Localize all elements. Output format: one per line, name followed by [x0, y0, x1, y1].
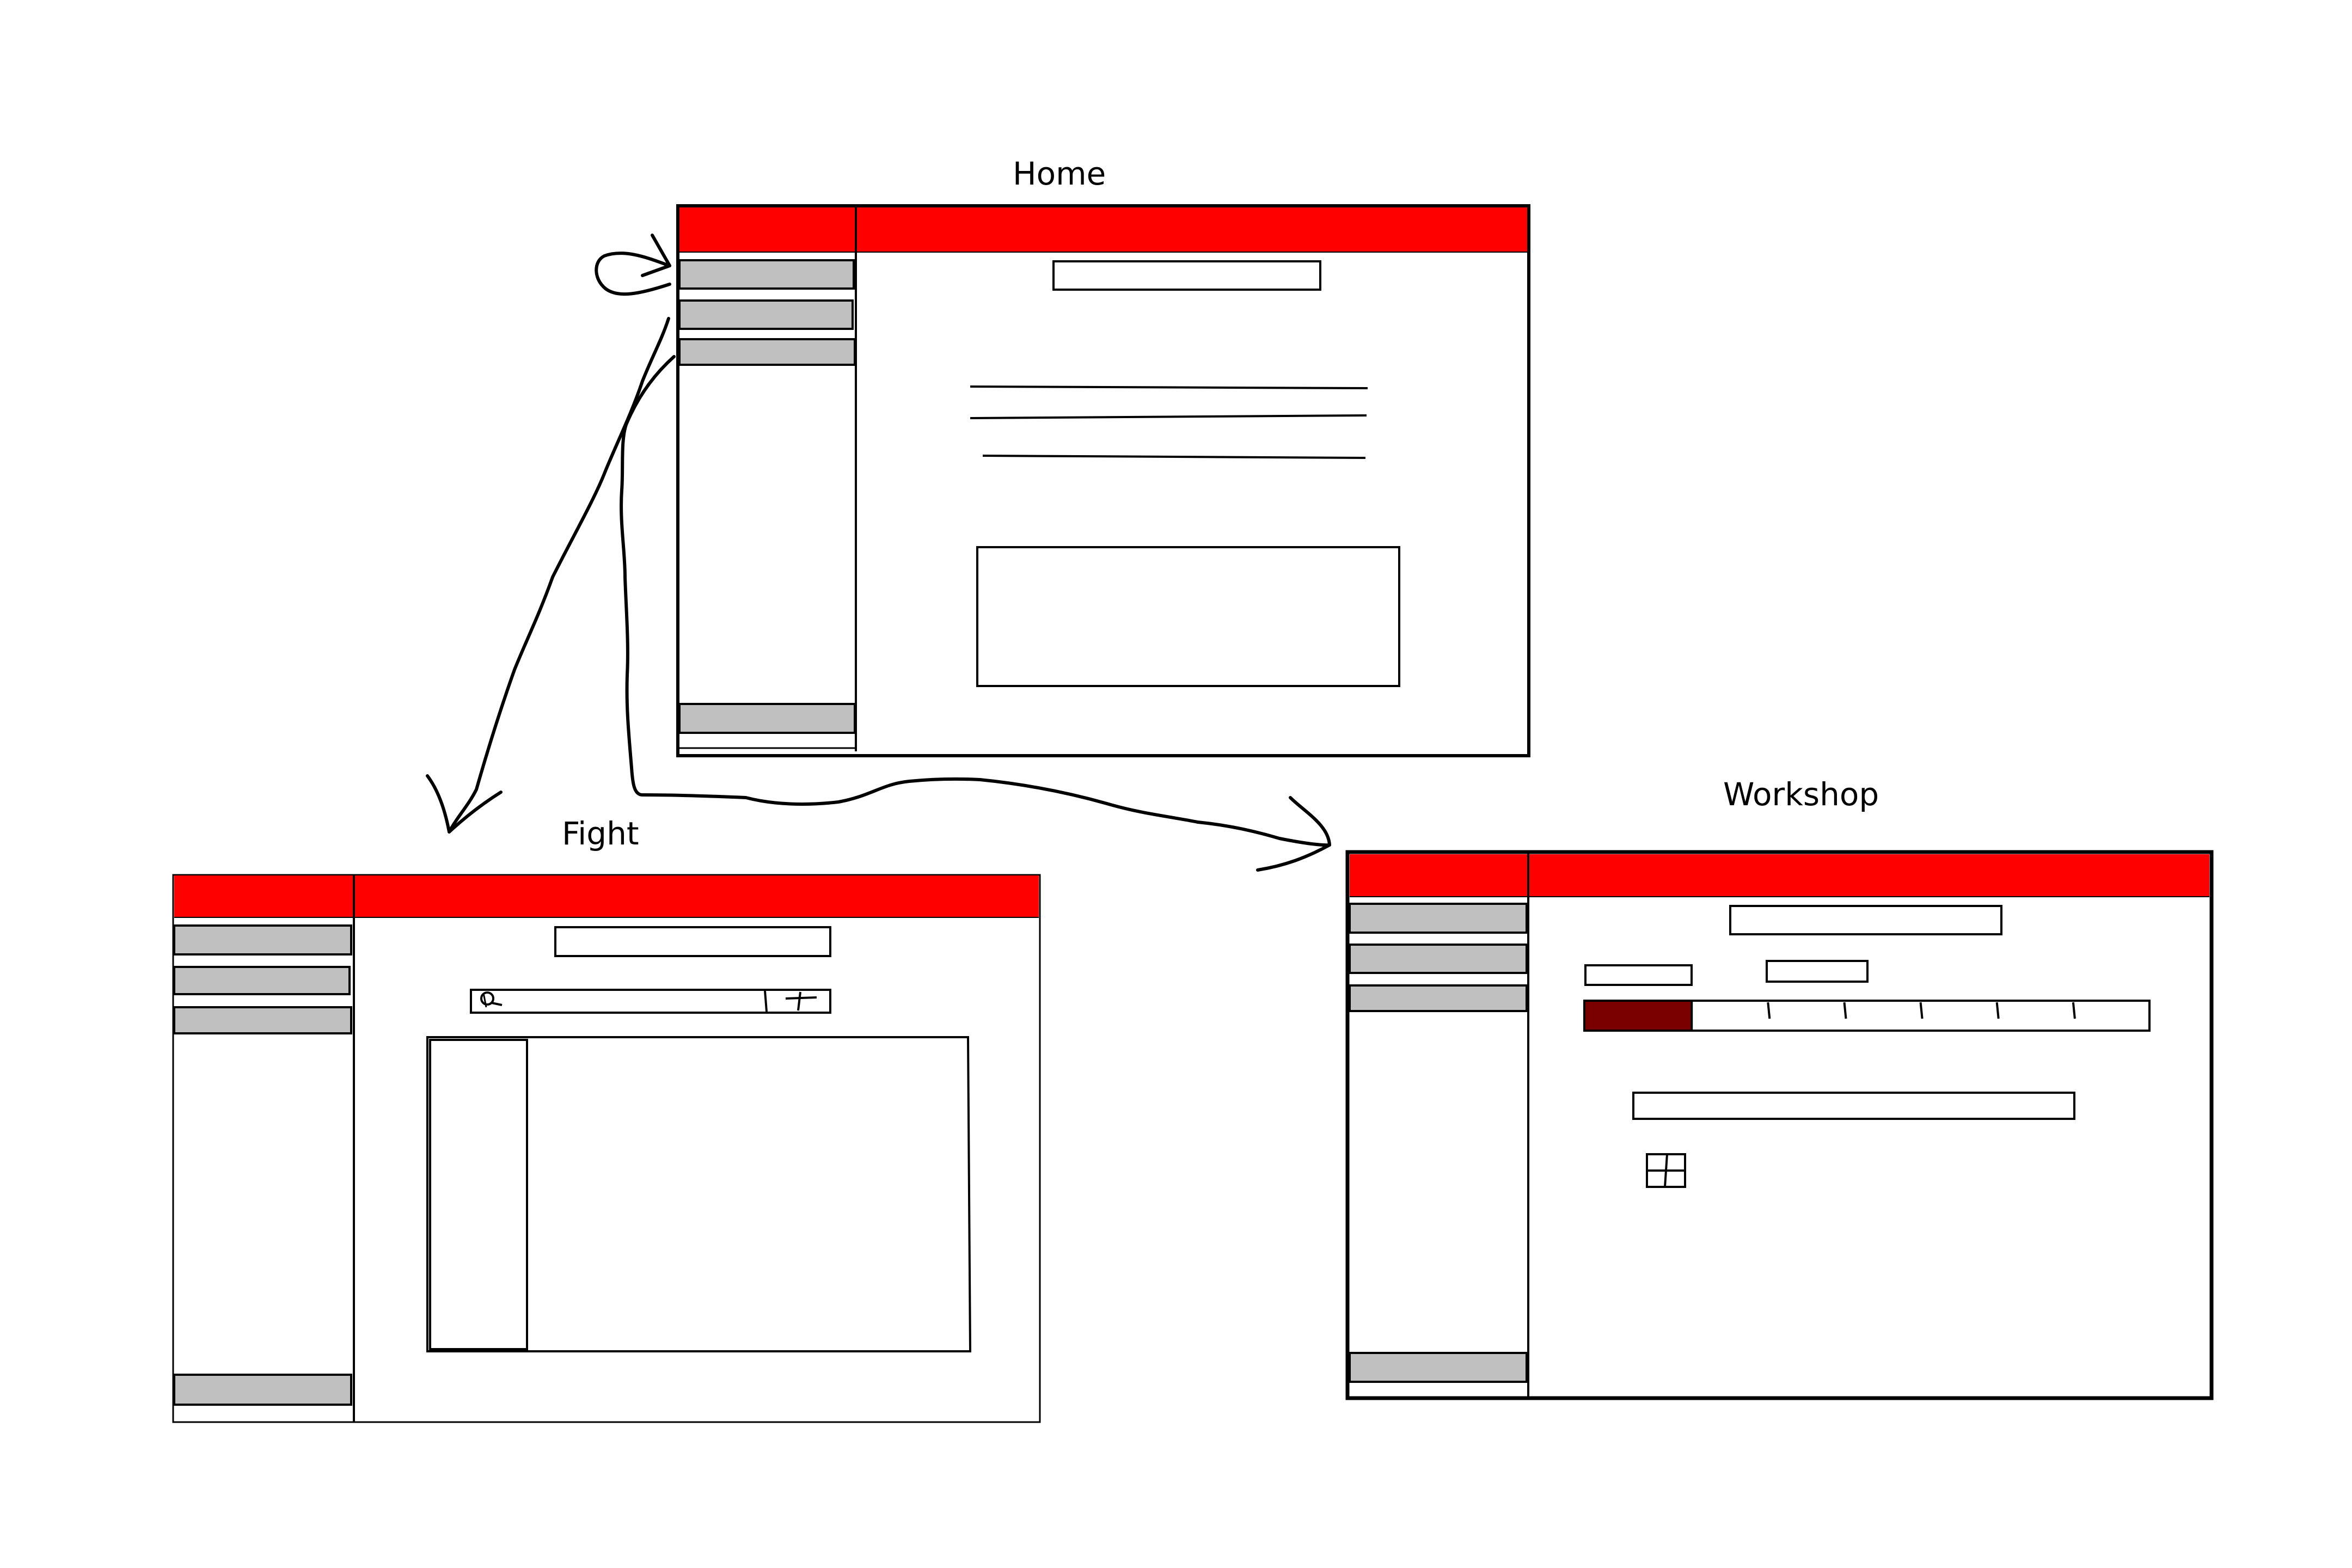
- home-self-loop-arrow: [595, 234, 671, 296]
- fight-screen: [172, 874, 1041, 1423]
- fight-nav-item-1[interactable]: [173, 924, 352, 955]
- home-nav-item-1[interactable]: [678, 259, 855, 290]
- workshop-header-bar: [1350, 854, 2209, 897]
- workshop-progress-bar: [1583, 1000, 2151, 1032]
- workshop-nav-item-3[interactable]: [1349, 984, 1528, 1012]
- add-icon[interactable]: [785, 991, 817, 1011]
- progress-segment-tick: [1843, 1002, 1847, 1019]
- fight-search-bar[interactable]: [470, 989, 831, 1014]
- search-icon[interactable]: [480, 991, 503, 1008]
- fight-nav-item-2[interactable]: [173, 966, 351, 995]
- progress-bar-fill: [1583, 1000, 1693, 1032]
- workshop-title-field: [1729, 905, 2002, 935]
- progress-segment-tick: [2072, 1002, 2076, 1019]
- progress-segment-tick: [1919, 1002, 1924, 1019]
- fight-nav-bottom-item[interactable]: [173, 1374, 352, 1406]
- grid-icon[interactable]: [1646, 1153, 1686, 1188]
- fight-nav-item-3[interactable]: [173, 1006, 352, 1034]
- progress-bar-ticks: [1767, 1002, 2076, 1019]
- workshop-nav-item-1[interactable]: [1349, 903, 1528, 934]
- workshop-small-field-1[interactable]: [1584, 964, 1693, 986]
- fight-screen-title: Fight: [562, 815, 639, 852]
- progress-segment-tick: [1995, 1002, 2000, 1019]
- home-text-line-3: [982, 455, 1366, 459]
- fight-header-bar: [174, 875, 1039, 917]
- workshop-window-frame: [1345, 850, 2214, 1400]
- fight-search-divider: [764, 990, 768, 1012]
- home-nav-item-3[interactable]: [678, 338, 856, 366]
- workshop-screen: [1345, 850, 2214, 1400]
- workshop-nav-item-2[interactable]: [1349, 944, 1528, 974]
- fight-list-column: [429, 1039, 528, 1350]
- workshop-nav-bottom-item[interactable]: [1349, 1352, 1528, 1383]
- workshop-small-field-2[interactable]: [1766, 960, 1869, 983]
- workshop-long-field[interactable]: [1632, 1092, 2075, 1120]
- progress-segment-tick: [1767, 1002, 1771, 1019]
- home-title-field: [1052, 260, 1321, 291]
- workshop-screen-title: Workshop: [1723, 776, 1879, 813]
- home-content-box: [976, 546, 1400, 687]
- home-nav-item-2[interactable]: [678, 299, 854, 330]
- home-header-bar: [679, 207, 1527, 252]
- home-text-line-1: [970, 385, 1368, 389]
- home-nav-bottom-item[interactable]: [678, 703, 856, 734]
- home-screen-title: Home: [1013, 155, 1106, 192]
- home-text-line-2: [970, 414, 1367, 419]
- fight-title-field: [554, 926, 831, 957]
- home-to-workshop-arrow: [620, 355, 1331, 872]
- home-screen: [676, 204, 1530, 757]
- home-to-fight-arrow: [426, 317, 670, 834]
- fight-content-panel: [426, 1036, 972, 1352]
